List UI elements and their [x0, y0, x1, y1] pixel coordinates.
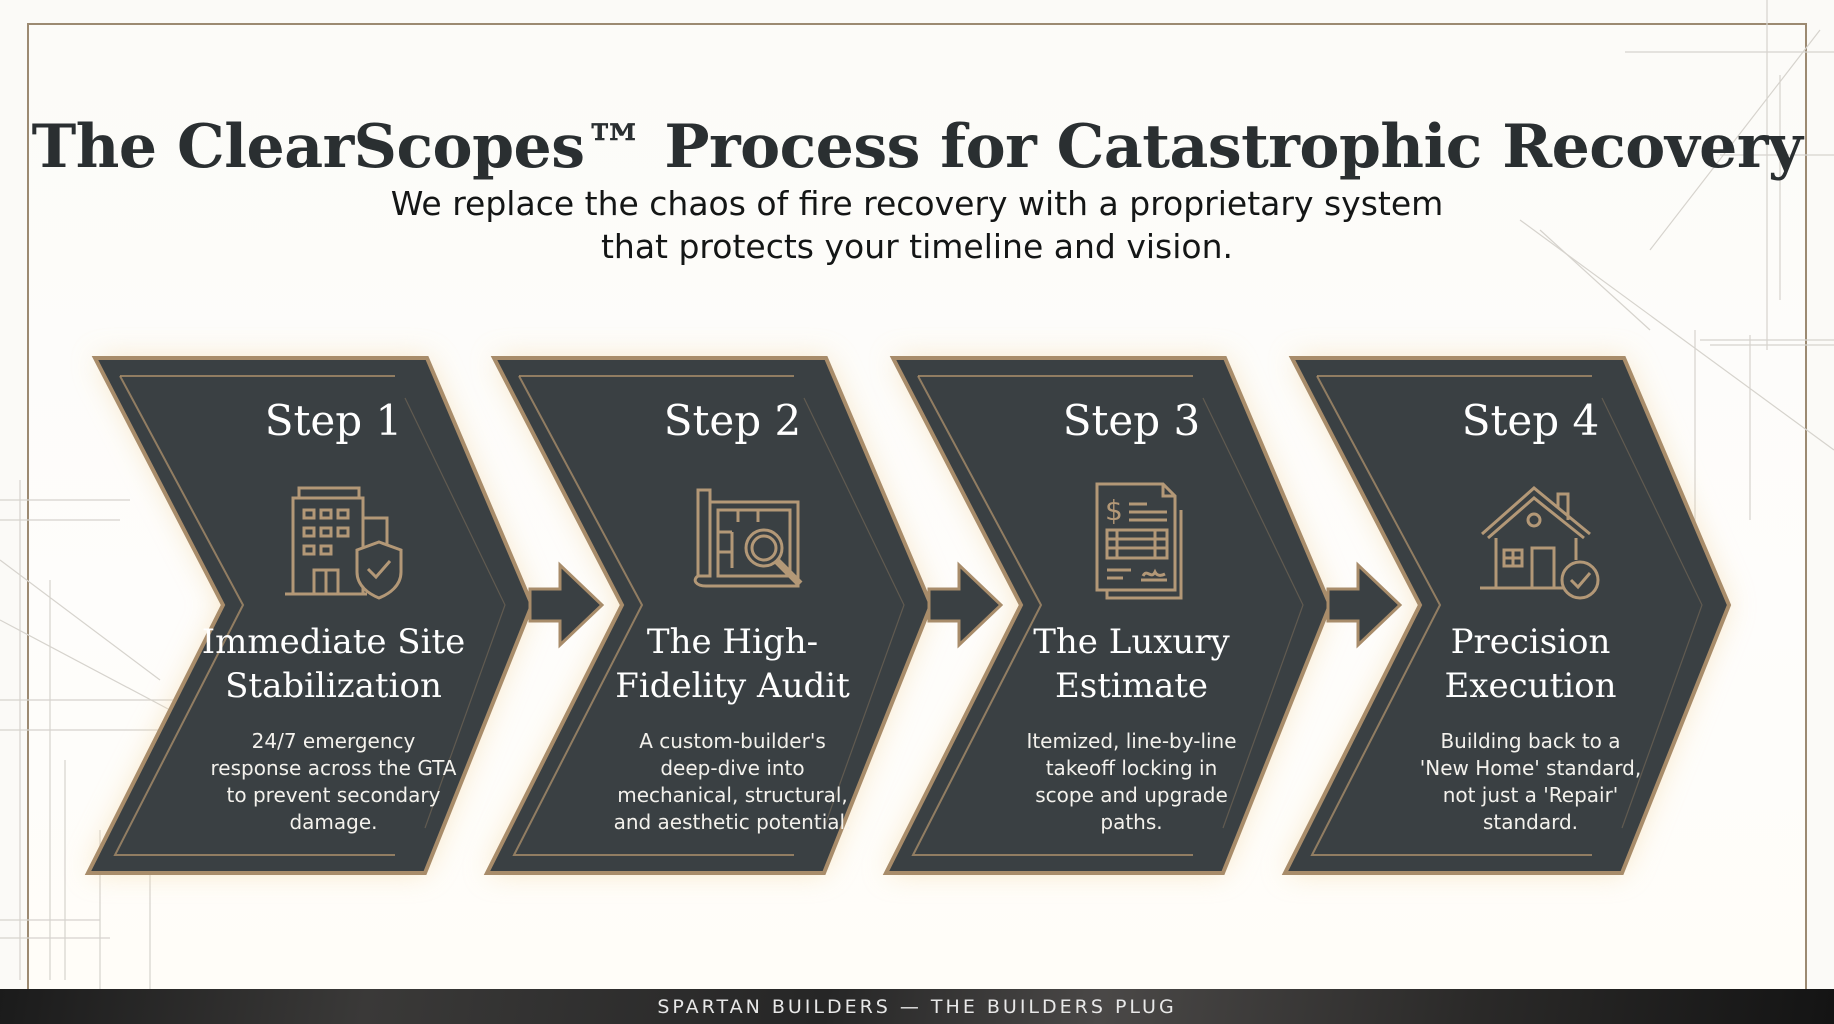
step-description: Building back to a 'New Home' standard, …	[1419, 729, 1642, 834]
step-number: Step 1	[264, 396, 403, 445]
subtitle-line-2: that protects your timeline and vision.	[600, 227, 1233, 266]
step-number: Step 4	[1461, 396, 1600, 445]
subtitle-line-1: We replace the chaos of fire recovery wi…	[390, 184, 1444, 223]
building-shield-check-icon	[284, 486, 402, 600]
step-description: A custom-builder's deep-dive into mechan…	[613, 729, 852, 834]
house-check-icon	[1479, 486, 1599, 600]
step-title: Immediate Site Stabilization	[201, 622, 466, 706]
step-number: Step 2	[663, 396, 802, 445]
step-card-1: Step 1 Immediate Site Stabilization 24/7…	[115, 358, 552, 873]
invoice-dollar-icon: $	[1095, 482, 1182, 600]
blueprint-magnifier-icon	[693, 488, 802, 588]
step-card-2: Step 2 The High- Fidelity Audit A custom…	[514, 358, 951, 873]
step-title: Precision Execution	[1444, 622, 1617, 706]
step-title: The High- Fidelity Audit	[615, 622, 850, 706]
page-title: The ClearScopes™ Process for Catastrophi…	[31, 112, 1803, 183]
footer-bar: SPARTAN BUILDERS — THE BUILDERS PLUG	[0, 989, 1834, 1024]
page-subtitle: We replace the chaos of fire recovery wi…	[0, 182, 1834, 268]
step-card-4: Step 4 Precision Execution Building back…	[1312, 358, 1749, 873]
step-title: The Luxury Estimate	[1033, 622, 1230, 706]
footer-brand-text: SPARTAN BUILDERS — THE BUILDERS PLUG	[657, 996, 1177, 1018]
svg-text:$: $	[1105, 494, 1123, 527]
step-number: Step 3	[1062, 396, 1201, 445]
step-description: 24/7 emergency response across the GTA t…	[210, 729, 457, 834]
step-description: Itemized, line-by-line takeoff locking i…	[1026, 729, 1237, 834]
step-card-3: Step 3 $ The Luxury Estimate Itemized, l…	[913, 358, 1350, 873]
